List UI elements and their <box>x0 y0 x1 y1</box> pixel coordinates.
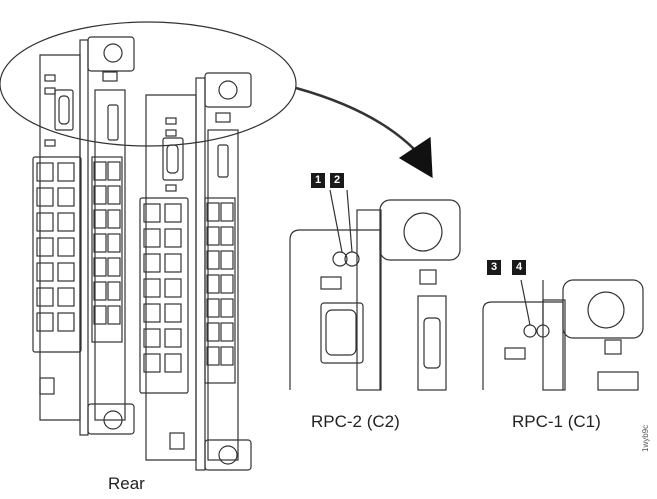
rear-card-back <box>32 36 135 436</box>
zoom-ellipse <box>0 21 297 147</box>
figure-id-label: 1wyb9c <box>641 424 650 452</box>
rpc2-label: RPC-2 (C2) <box>311 412 400 431</box>
rpc2-detail <box>289 189 461 391</box>
zoom-arrowhead <box>398 136 433 179</box>
rear-card-front <box>139 72 252 471</box>
callout-2: 2 <box>330 173 344 188</box>
callout-4: 4 <box>512 260 526 275</box>
callout-3: 3 <box>487 260 501 275</box>
rear-front-sfp-ports <box>204 197 236 384</box>
rpc1-label: RPC-1 (C1) <box>512 412 601 431</box>
rear-back-rj-ports <box>32 156 82 353</box>
rear-label: Rear <box>108 474 145 493</box>
rpc1-detail <box>482 279 644 391</box>
callout-1: 1 <box>311 173 325 188</box>
zoom-arrow <box>295 86 416 151</box>
rear-front-rj-ports <box>139 197 189 394</box>
rear-back-sfp-ports <box>91 156 123 343</box>
